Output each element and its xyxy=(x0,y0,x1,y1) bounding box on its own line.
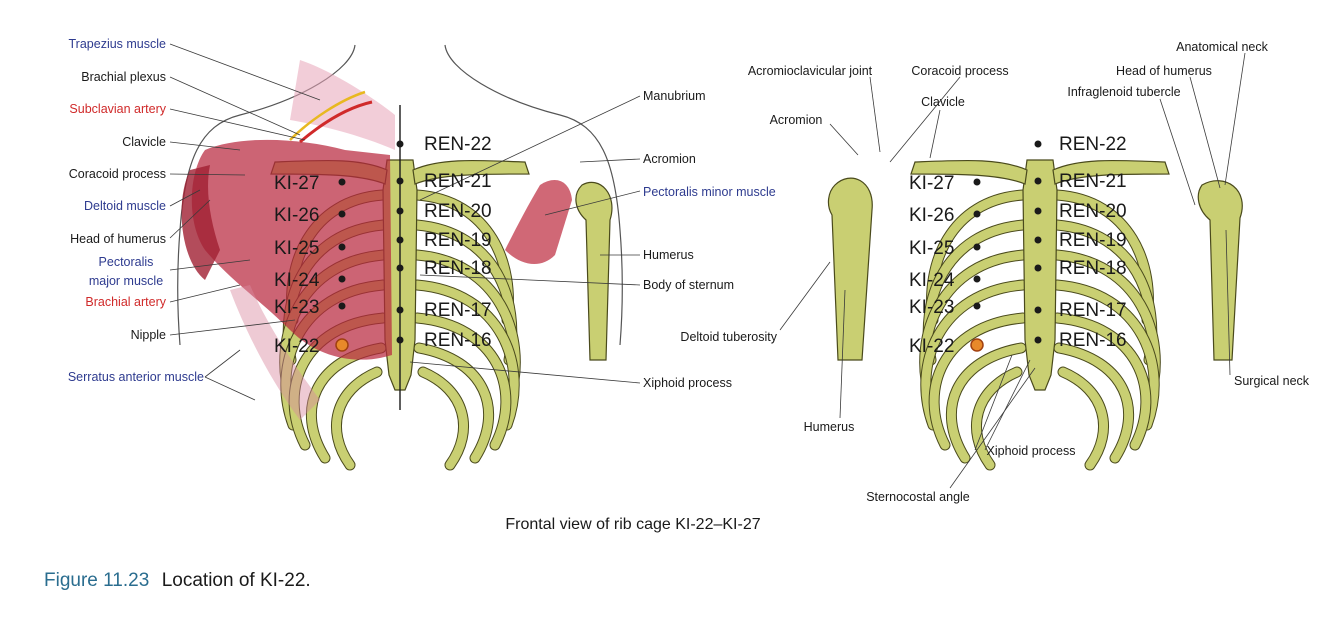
ki-point-dot xyxy=(971,339,983,351)
ren-point-dot xyxy=(1035,307,1042,314)
left-label: Coracoid process xyxy=(69,167,166,181)
diagram-caption: Frontal view of rib cage KI-22–KI-27 xyxy=(505,516,760,533)
right-label: Deltoid tuberosity xyxy=(680,330,777,344)
ren-point-label: REN-17 xyxy=(1059,300,1127,321)
left-label: Pectoralis xyxy=(99,255,154,269)
right-label: Clavicle xyxy=(921,95,965,109)
ren-point-label: REN-21 xyxy=(424,171,492,192)
left-label: Nipple xyxy=(131,328,166,342)
ren-point-dot xyxy=(1035,141,1042,148)
ki-point-label: KI-23 xyxy=(274,297,319,318)
left-label: Trapezius muscle xyxy=(69,37,167,51)
right-label: Humerus xyxy=(804,420,855,434)
ren-point-label: REN-18 xyxy=(424,258,492,279)
ren-point-dot xyxy=(1035,237,1042,244)
right-label: Xiphoid process xyxy=(987,444,1076,458)
left-label: Serratus anterior muscle xyxy=(68,370,204,384)
ki-point-label: KI-24 xyxy=(274,270,320,291)
ren-point-dot xyxy=(1035,208,1042,215)
mid-label: Pectoralis minor muscle xyxy=(643,185,776,199)
right-label: Infraglenoid tubercle xyxy=(1067,85,1180,99)
ki-point-dot xyxy=(974,244,981,251)
ren-point-label: REN-19 xyxy=(1059,230,1127,251)
right-label: Sternocostal angle xyxy=(866,490,970,504)
ki-point-label: KI-27 xyxy=(274,173,319,194)
ren-point-dot xyxy=(397,178,404,185)
ki-point-label: KI-22 xyxy=(909,336,954,357)
ki-point-label: KI-24 xyxy=(909,270,955,291)
ren-point-dot xyxy=(1035,178,1042,185)
left-torso xyxy=(178,45,623,465)
left-label: Clavicle xyxy=(122,135,166,149)
ki-point-label: KI-25 xyxy=(274,238,319,259)
left-label: Deltoid muscle xyxy=(84,199,166,213)
ren-point-dot xyxy=(397,337,404,344)
ren-point-dot xyxy=(397,307,404,314)
ren-point-label: REN-17 xyxy=(424,300,492,321)
mid-label: Acromion xyxy=(643,152,696,166)
ki-point-label: KI-25 xyxy=(909,238,954,259)
figure-number: Figure 11.23 xyxy=(44,570,149,591)
left-label: Brachial artery xyxy=(85,295,166,309)
ki-point-label: KI-27 xyxy=(909,173,954,194)
mid-label: Xiphoid process xyxy=(643,376,732,390)
figure-title: Figure 11.23 Location of KI-22. xyxy=(44,570,311,591)
right-label: Anatomical neck xyxy=(1176,40,1268,54)
ki-point-dot xyxy=(974,303,981,310)
right-label: Surgical neck xyxy=(1234,374,1310,388)
ren-point-label: REN-21 xyxy=(1059,171,1127,192)
ki-point-label: KI-23 xyxy=(909,297,954,318)
ki-point-label: KI-22 xyxy=(274,336,319,357)
ren-point-dot xyxy=(397,265,404,272)
ren-point-label: REN-22 xyxy=(424,134,492,155)
ki-point-dot xyxy=(974,211,981,218)
ki-point-dot xyxy=(339,179,346,186)
ki-point-label: KI-26 xyxy=(274,205,319,226)
ki-point-dot xyxy=(339,244,346,251)
left-label: major muscle xyxy=(89,274,163,288)
ren-point-label: REN-22 xyxy=(1059,134,1127,155)
ren-point-dot xyxy=(397,208,404,215)
ren-point-dot xyxy=(1035,337,1042,344)
ki-point-dot xyxy=(974,179,981,186)
mid-label: Manubrium xyxy=(643,89,706,103)
figure-title-text: Location of KI-22. xyxy=(162,570,311,591)
mid-label: Body of sternum xyxy=(643,278,734,292)
left-label: Brachial plexus xyxy=(81,70,166,84)
ren-point-label: REN-16 xyxy=(1059,330,1127,351)
ren-point-dot xyxy=(397,141,404,148)
right-skeleton xyxy=(828,160,1242,465)
mid-label: Humerus xyxy=(643,248,694,262)
right-label: Acromion xyxy=(770,113,823,127)
right-label: Coracoid process xyxy=(911,64,1008,78)
right-label: Head of humerus xyxy=(1116,64,1212,78)
right-label: Acromioclavicular joint xyxy=(748,64,873,78)
ren-point-label: REN-19 xyxy=(424,230,492,251)
ren-point-dot xyxy=(1035,265,1042,272)
left-label: Subclavian artery xyxy=(69,102,166,116)
ki-point-dot xyxy=(339,276,346,283)
ren-point-label: REN-20 xyxy=(424,201,492,222)
ki-point-dot xyxy=(339,303,346,310)
ren-point-label: REN-18 xyxy=(1059,258,1127,279)
ki-point-label: KI-26 xyxy=(909,205,954,226)
ki-point-dot xyxy=(974,276,981,283)
ren-point-label: REN-20 xyxy=(1059,201,1127,222)
ren-point-label: REN-16 xyxy=(424,330,492,351)
ki-point-dot xyxy=(339,211,346,218)
left-label: Head of humerus xyxy=(70,232,166,246)
ki-point-dot xyxy=(336,339,348,351)
ren-point-dot xyxy=(397,237,404,244)
